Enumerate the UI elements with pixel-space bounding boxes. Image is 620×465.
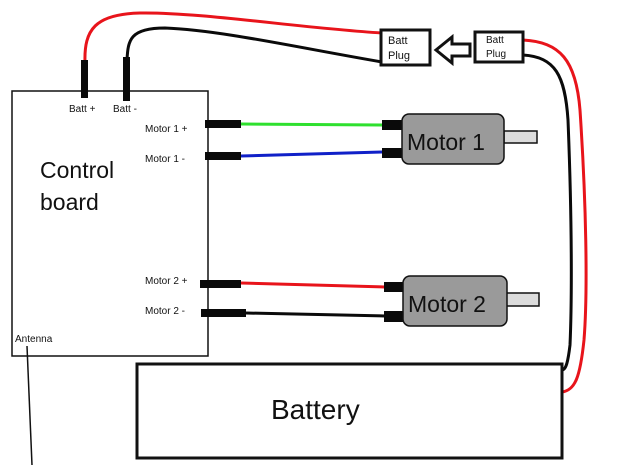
motor2-pos-board-connector	[200, 280, 241, 288]
motor2-neg-board-connector	[201, 309, 246, 317]
batt-neg-pin-label: Batt -	[113, 104, 137, 115]
control-board-label-line2: board	[40, 189, 99, 215]
battery-neg-wire	[522, 53, 573, 372]
motor2-pos-terminal	[384, 282, 405, 292]
motor2-neg-pin-label: Motor 2 -	[145, 306, 185, 317]
plug-connect-arrow-icon	[433, 33, 472, 67]
motor1-body	[401, 113, 505, 165]
motor2-pos-wire	[240, 281, 386, 289]
motor1-pos-board-connector	[205, 120, 241, 128]
battery-batt-plug-label-line1: Batt	[486, 35, 504, 46]
battery-pos-wire	[522, 38, 588, 394]
motor2-neg-wire	[245, 311, 386, 318]
motor2-pos-pin-label: Motor 2 +	[145, 276, 188, 287]
motor2-neg-terminal	[384, 311, 405, 322]
batt-pos-connector	[81, 60, 88, 98]
motor1-neg-board-connector	[205, 152, 241, 160]
motor1-neg-terminal	[382, 148, 403, 158]
motor2-body	[402, 275, 508, 327]
motor1-shaft	[503, 130, 538, 144]
board-batt-plug-label-line2: Plug	[388, 50, 410, 62]
motor1-pos-wire	[240, 122, 384, 127]
board-batt-plug-label-line1: Batt	[388, 35, 408, 47]
battery-batt-plug-label-line2: Plug	[486, 49, 506, 60]
batt-neg-wire	[125, 26, 383, 64]
motor2-label: Motor 2	[408, 291, 486, 317]
motor1-neg-pin-label: Motor 1 -	[145, 154, 185, 165]
control-board	[11, 90, 209, 357]
batt-pos-wire	[83, 11, 383, 63]
motor1-neg-wire	[240, 150, 384, 158]
control-board-label-line1: Control	[40, 157, 114, 183]
motor1-pos-pin-label: Motor 1 +	[145, 124, 188, 135]
motor1-label: Motor 1	[407, 129, 485, 155]
batt-pos-pin-label: Batt +	[69, 104, 96, 115]
motor1-pos-terminal	[382, 120, 403, 130]
battery-batt-plug	[473, 30, 525, 64]
board-batt-plug	[379, 28, 432, 67]
antenna-label: Antenna	[15, 334, 53, 345]
batt-neg-connector	[123, 57, 130, 101]
battery	[135, 362, 564, 460]
antenna-wire	[26, 345, 33, 465]
motor2-shaft	[505, 292, 540, 307]
battery-label: Battery	[271, 394, 360, 425]
